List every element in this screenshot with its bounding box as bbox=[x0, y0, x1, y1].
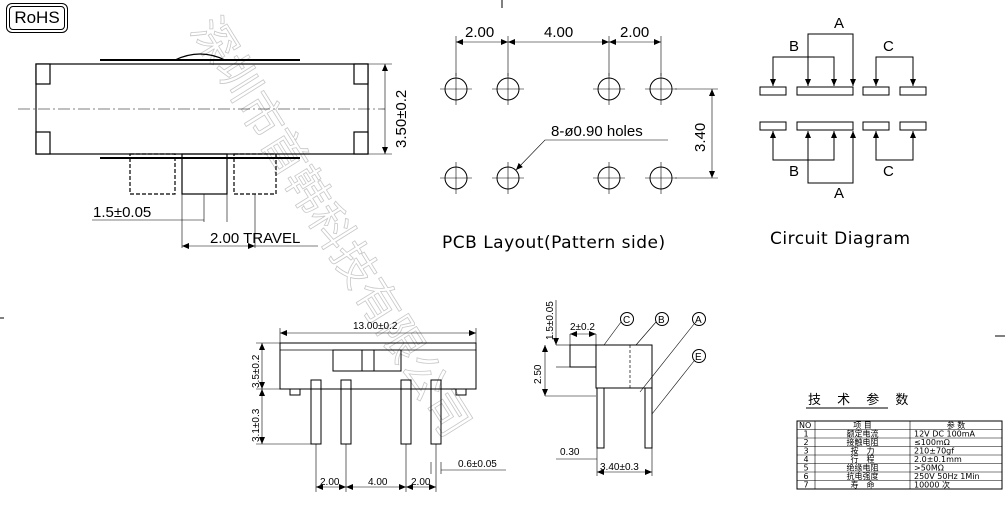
spec-table-cell: ≤100mΩ bbox=[914, 438, 950, 447]
circuit-diagram bbox=[759, 33, 927, 184]
pcb-hole bbox=[440, 162, 472, 194]
dim-body-height: 3.50±0.2 bbox=[393, 90, 410, 148]
spec-table-cell: 绝缘电阻 bbox=[847, 463, 879, 473]
spec-table-cell: 3 bbox=[803, 447, 808, 456]
dim-end-width: 3.40±0.3 bbox=[600, 462, 639, 473]
dim-pcb-pitch-left: 2.00 bbox=[465, 24, 494, 41]
watermark-text: 深圳市首韩科技有限公司 bbox=[181, 9, 481, 446]
spec-table-cell: 寿 命 bbox=[851, 480, 875, 490]
front-view bbox=[256, 328, 506, 492]
dim-offset: 1.5±0.05 bbox=[93, 204, 151, 221]
spec-table-cell: 5 bbox=[803, 464, 808, 473]
spec-table-header: NO bbox=[799, 421, 811, 430]
pcb-hole bbox=[645, 73, 677, 105]
circuit-label-a-bottom: A bbox=[834, 185, 844, 202]
spec-table-cell: 4 bbox=[803, 455, 808, 464]
circuit-label-c-top: C bbox=[883, 38, 894, 55]
spec-table-title: 技 术 参 数 bbox=[808, 392, 914, 408]
rohs-label: RoHS bbox=[9, 6, 65, 30]
pcb-layout-caption: PCB Layout(Pattern side) bbox=[442, 233, 666, 253]
spec-table-cell: 250V 50Hz 1Min bbox=[914, 472, 980, 481]
spec-table-cell: 行 程 bbox=[851, 454, 875, 464]
dim-end-knob-height: 1.5±0.05 bbox=[545, 301, 556, 340]
spec-table-header: 项 目 bbox=[853, 421, 872, 430]
spec-table-cell: 12V DC 100mA bbox=[914, 430, 976, 439]
spec-table-cell: 抗电强度 bbox=[847, 471, 879, 481]
pcb-hole bbox=[492, 73, 524, 105]
dim-pcb-pitch-right: 2.00 bbox=[620, 24, 649, 41]
circuit-label-b-top: B bbox=[789, 38, 799, 55]
dim-pcb-pitch-mid: 4.00 bbox=[544, 24, 573, 41]
circuit-label-a-top: A bbox=[834, 15, 844, 32]
callout-b: B bbox=[658, 315, 665, 326]
dim-front-pitch-mid: 4.00 bbox=[368, 477, 388, 488]
callout-e: E bbox=[695, 352, 702, 363]
side-view bbox=[18, 53, 392, 249]
spec-table-cell: 10000 次 bbox=[914, 480, 950, 490]
dim-front-pitch-left: 2.00 bbox=[320, 477, 340, 488]
spec-table-cell: 6 bbox=[803, 472, 808, 481]
dim-front-pitch-right: 2.00 bbox=[411, 477, 431, 488]
spec-table-cell: 1 bbox=[803, 430, 808, 439]
dim-travel: 2.00 TRAVEL bbox=[210, 230, 300, 247]
pcb-hole bbox=[645, 162, 677, 194]
dim-front-pin-thick: 0.6±0.05 bbox=[458, 459, 497, 470]
end-view bbox=[542, 300, 706, 476]
circuit-caption: Circuit Diagram bbox=[770, 229, 911, 249]
spec-table-cell: 210±70gf bbox=[914, 447, 954, 456]
spec-table-cell: 按 力 bbox=[851, 446, 875, 456]
dim-end-pin-offset: 0.30 bbox=[560, 447, 580, 458]
spec-table-cell: 额定电流 bbox=[847, 429, 879, 439]
circuit-label-c-bottom: C bbox=[883, 163, 894, 180]
pcb-holes-note: 8-ø0.90 holes bbox=[551, 123, 643, 140]
dim-end-body: 2.50 bbox=[533, 364, 544, 384]
callout-a: A bbox=[695, 315, 702, 326]
pcb-hole bbox=[593, 73, 625, 105]
pcb-layout bbox=[440, 36, 718, 194]
spec-table: NO 项 目 参 数 1 额定电流 12V DC 100mA 2 接触电阻 ≤100mΩ 3 按 力… bbox=[796, 420, 1003, 490]
watermark: 深圳市首韩科技有限公司 bbox=[180, 8, 481, 446]
rohs-badge: RoHS bbox=[6, 3, 68, 33]
spec-table-header: 参 数 bbox=[947, 420, 966, 430]
spec-table-cell: 7 bbox=[803, 481, 808, 490]
dim-front-pin-length: 3.1±0.3 bbox=[251, 408, 262, 442]
pcb-hole bbox=[440, 73, 472, 105]
dim-end-knob-width: 2±0.2 bbox=[570, 322, 595, 333]
callout-c: C bbox=[623, 315, 630, 326]
pcb-hole bbox=[593, 162, 625, 194]
dim-front-body-height: 3.5±0.2 bbox=[251, 354, 262, 388]
spec-table-cell: >50MΩ bbox=[914, 464, 944, 473]
dim-pcb-row-spacing: 3.40 bbox=[692, 123, 709, 152]
dim-front-length: 13.00±0.2 bbox=[353, 321, 398, 332]
spec-table-cell: 2 bbox=[803, 438, 808, 447]
spec-table-cell: 接触电阻 bbox=[847, 437, 879, 447]
circuit-label-b-bottom: B bbox=[789, 163, 799, 180]
pcb-hole bbox=[492, 162, 524, 194]
spec-table-cell: 2.0±0.1mm bbox=[914, 455, 962, 464]
